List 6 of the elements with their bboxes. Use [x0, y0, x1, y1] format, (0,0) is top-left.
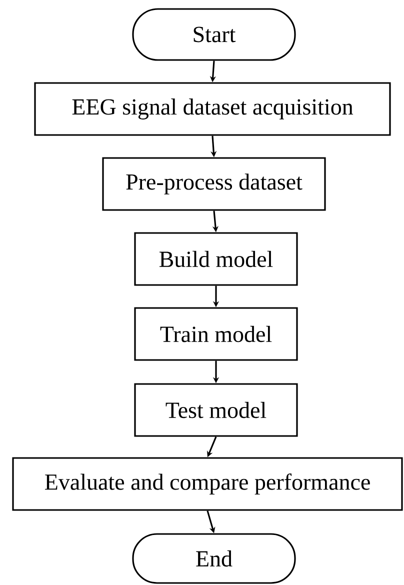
process-box: Train model — [134, 307, 298, 361]
process-box: Pre-process dataset — [102, 157, 326, 211]
process-box: Test model — [134, 383, 298, 437]
process-box: Evaluate and compare performance — [12, 457, 403, 511]
process-box: Build model — [134, 232, 298, 286]
process-box: EEG signal dataset acquisition — [34, 82, 391, 136]
